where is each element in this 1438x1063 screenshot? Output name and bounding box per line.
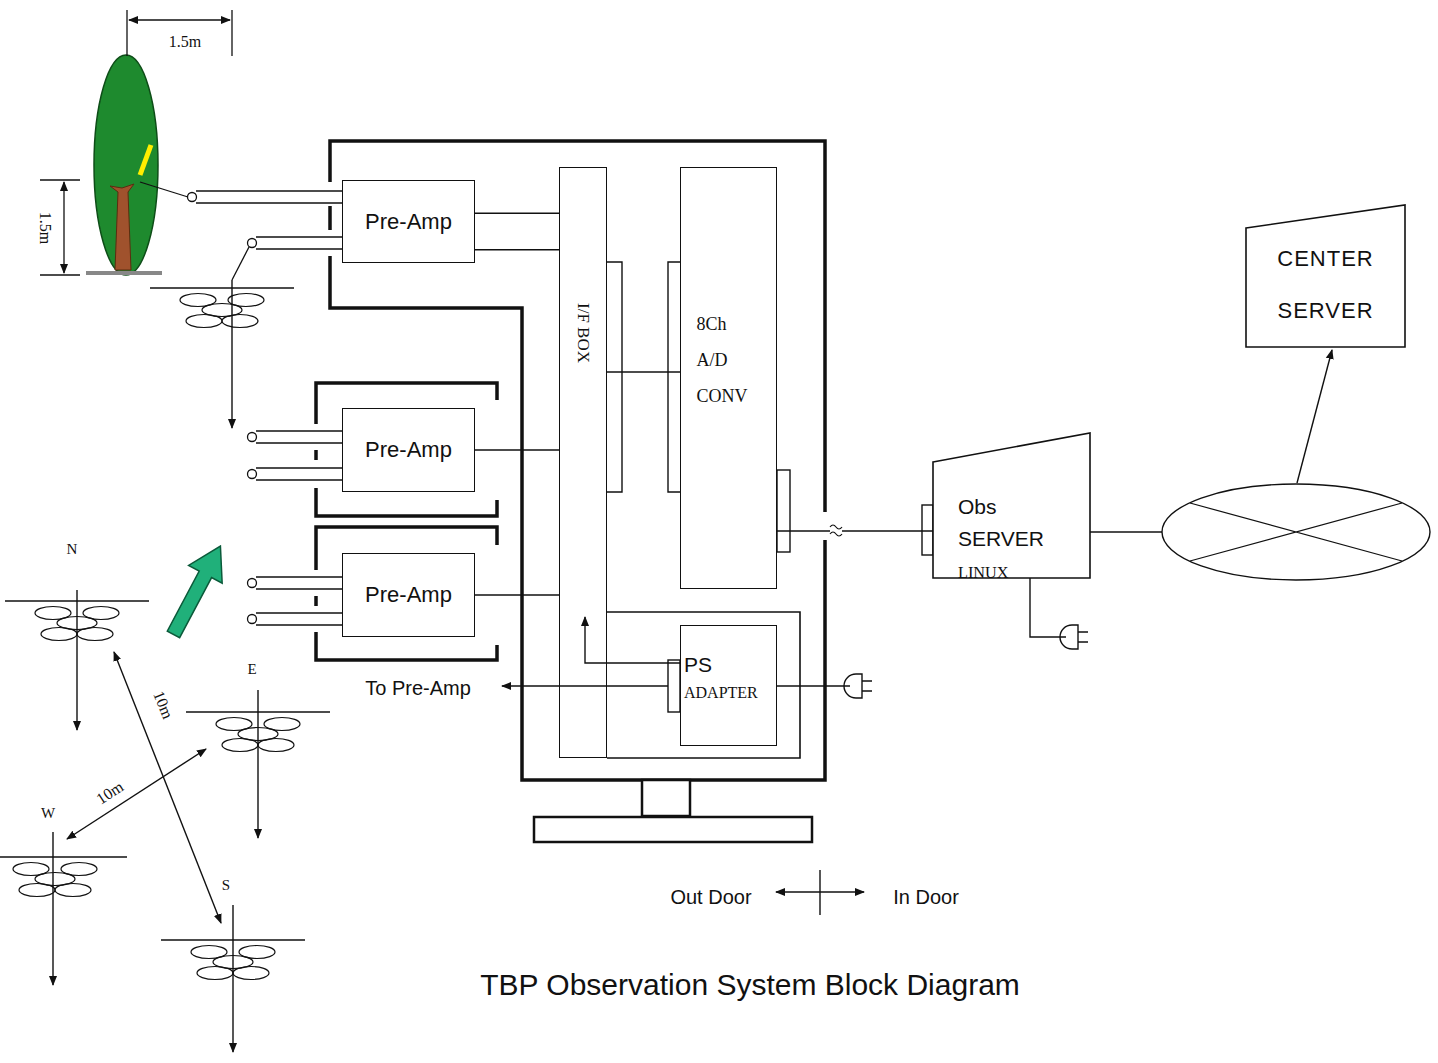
network-link xyxy=(1297,350,1332,483)
network-cross xyxy=(1190,503,1402,561)
plug-symbol xyxy=(844,674,872,698)
tree-sensor xyxy=(140,145,151,175)
obs-server-box: Obs SERVERLINUX xyxy=(933,433,1090,578)
box-label: CENTER SERVER xyxy=(1266,233,1386,337)
power-supply-box: PSADAPTER xyxy=(680,625,777,746)
diagram-label: 10m xyxy=(149,687,178,724)
diagram-label: W xyxy=(41,806,55,821)
preamp-box: Pre-Amp xyxy=(342,408,475,492)
box-sublabel: ADAPTER xyxy=(684,678,758,708)
trapezoid-shape xyxy=(933,433,1090,578)
diagram-label: In Door xyxy=(893,887,959,907)
antenna-symbol xyxy=(150,288,294,328)
diagram-label: To Pre-Amp xyxy=(365,678,471,698)
antenna-lead xyxy=(257,690,258,838)
preamp-box: Pre-Amp xyxy=(342,553,475,637)
signal-connector xyxy=(475,594,559,595)
boundary-arrow xyxy=(776,891,864,892)
if-box-extension xyxy=(607,612,800,758)
box-label: 8Ch A/D CONV xyxy=(697,306,761,414)
preamp-box: Pre-Amp xyxy=(342,180,475,263)
box-label: PS xyxy=(684,652,712,678)
diagram-label: N xyxy=(67,542,78,557)
monitor-base xyxy=(534,817,812,842)
box-label: I/F BOX xyxy=(573,303,593,363)
preamp-enclosure xyxy=(316,383,497,516)
distance-line xyxy=(114,652,221,923)
sensor-wires xyxy=(140,182,342,625)
ad-converter-box: 8Ch A/D CONV xyxy=(680,167,777,589)
box-label: Pre-Amp xyxy=(365,582,452,608)
tree-trunk xyxy=(110,184,134,270)
diagram-label: Out Door xyxy=(670,887,751,907)
power-cord xyxy=(1030,578,1066,637)
box-label: Pre-Amp xyxy=(365,209,452,235)
monitor-neck xyxy=(642,780,690,816)
network-link xyxy=(1090,531,1162,532)
signal-connector xyxy=(475,449,559,450)
box-sublabel: LINUX xyxy=(958,555,1009,591)
signal-connector xyxy=(585,617,680,663)
diagram-title: TBP Observation System Block Diagram xyxy=(480,970,1020,1000)
tree-crown xyxy=(94,55,158,275)
trapezoid-outline xyxy=(933,433,1090,578)
diagram-label: S xyxy=(222,878,230,893)
bus-bracket xyxy=(607,262,680,492)
trapezoid-outline xyxy=(1246,205,1405,347)
ground-line xyxy=(86,271,162,275)
housing-outline xyxy=(330,141,825,780)
preamp-enclosure xyxy=(316,527,497,660)
power-to-preamp xyxy=(502,685,668,686)
diagram-label: 1.5m xyxy=(37,212,53,244)
connector xyxy=(668,660,680,712)
antenna-lead xyxy=(231,280,232,428)
power-cord xyxy=(777,685,850,686)
signal-connector xyxy=(475,213,559,250)
distance-line xyxy=(67,749,206,839)
box-label: Pre-Amp xyxy=(365,437,452,463)
antenna-lead xyxy=(76,590,77,730)
signal-connector xyxy=(607,371,680,372)
center-server-box: CENTER SERVER xyxy=(1246,205,1405,347)
connector xyxy=(922,505,933,555)
signal-connector xyxy=(777,530,933,531)
trapezoid-shape xyxy=(1246,205,1405,347)
antenna-symbol xyxy=(0,857,127,897)
cable-break xyxy=(830,525,842,536)
plug-symbol xyxy=(1060,625,1088,649)
diagram-label: 10m xyxy=(91,777,128,810)
antenna-lead xyxy=(232,905,233,1052)
direction-arrow xyxy=(157,537,237,643)
diagram-label: 1.5m xyxy=(169,34,201,50)
box-label: Obs SERVER xyxy=(958,491,1068,555)
connector xyxy=(777,470,790,552)
diagram-label: E xyxy=(247,662,256,677)
network-cloud xyxy=(1162,484,1430,580)
antenna-lead xyxy=(52,832,53,985)
interface-box: I/F BOX xyxy=(559,167,607,758)
dimension-top xyxy=(127,10,232,56)
